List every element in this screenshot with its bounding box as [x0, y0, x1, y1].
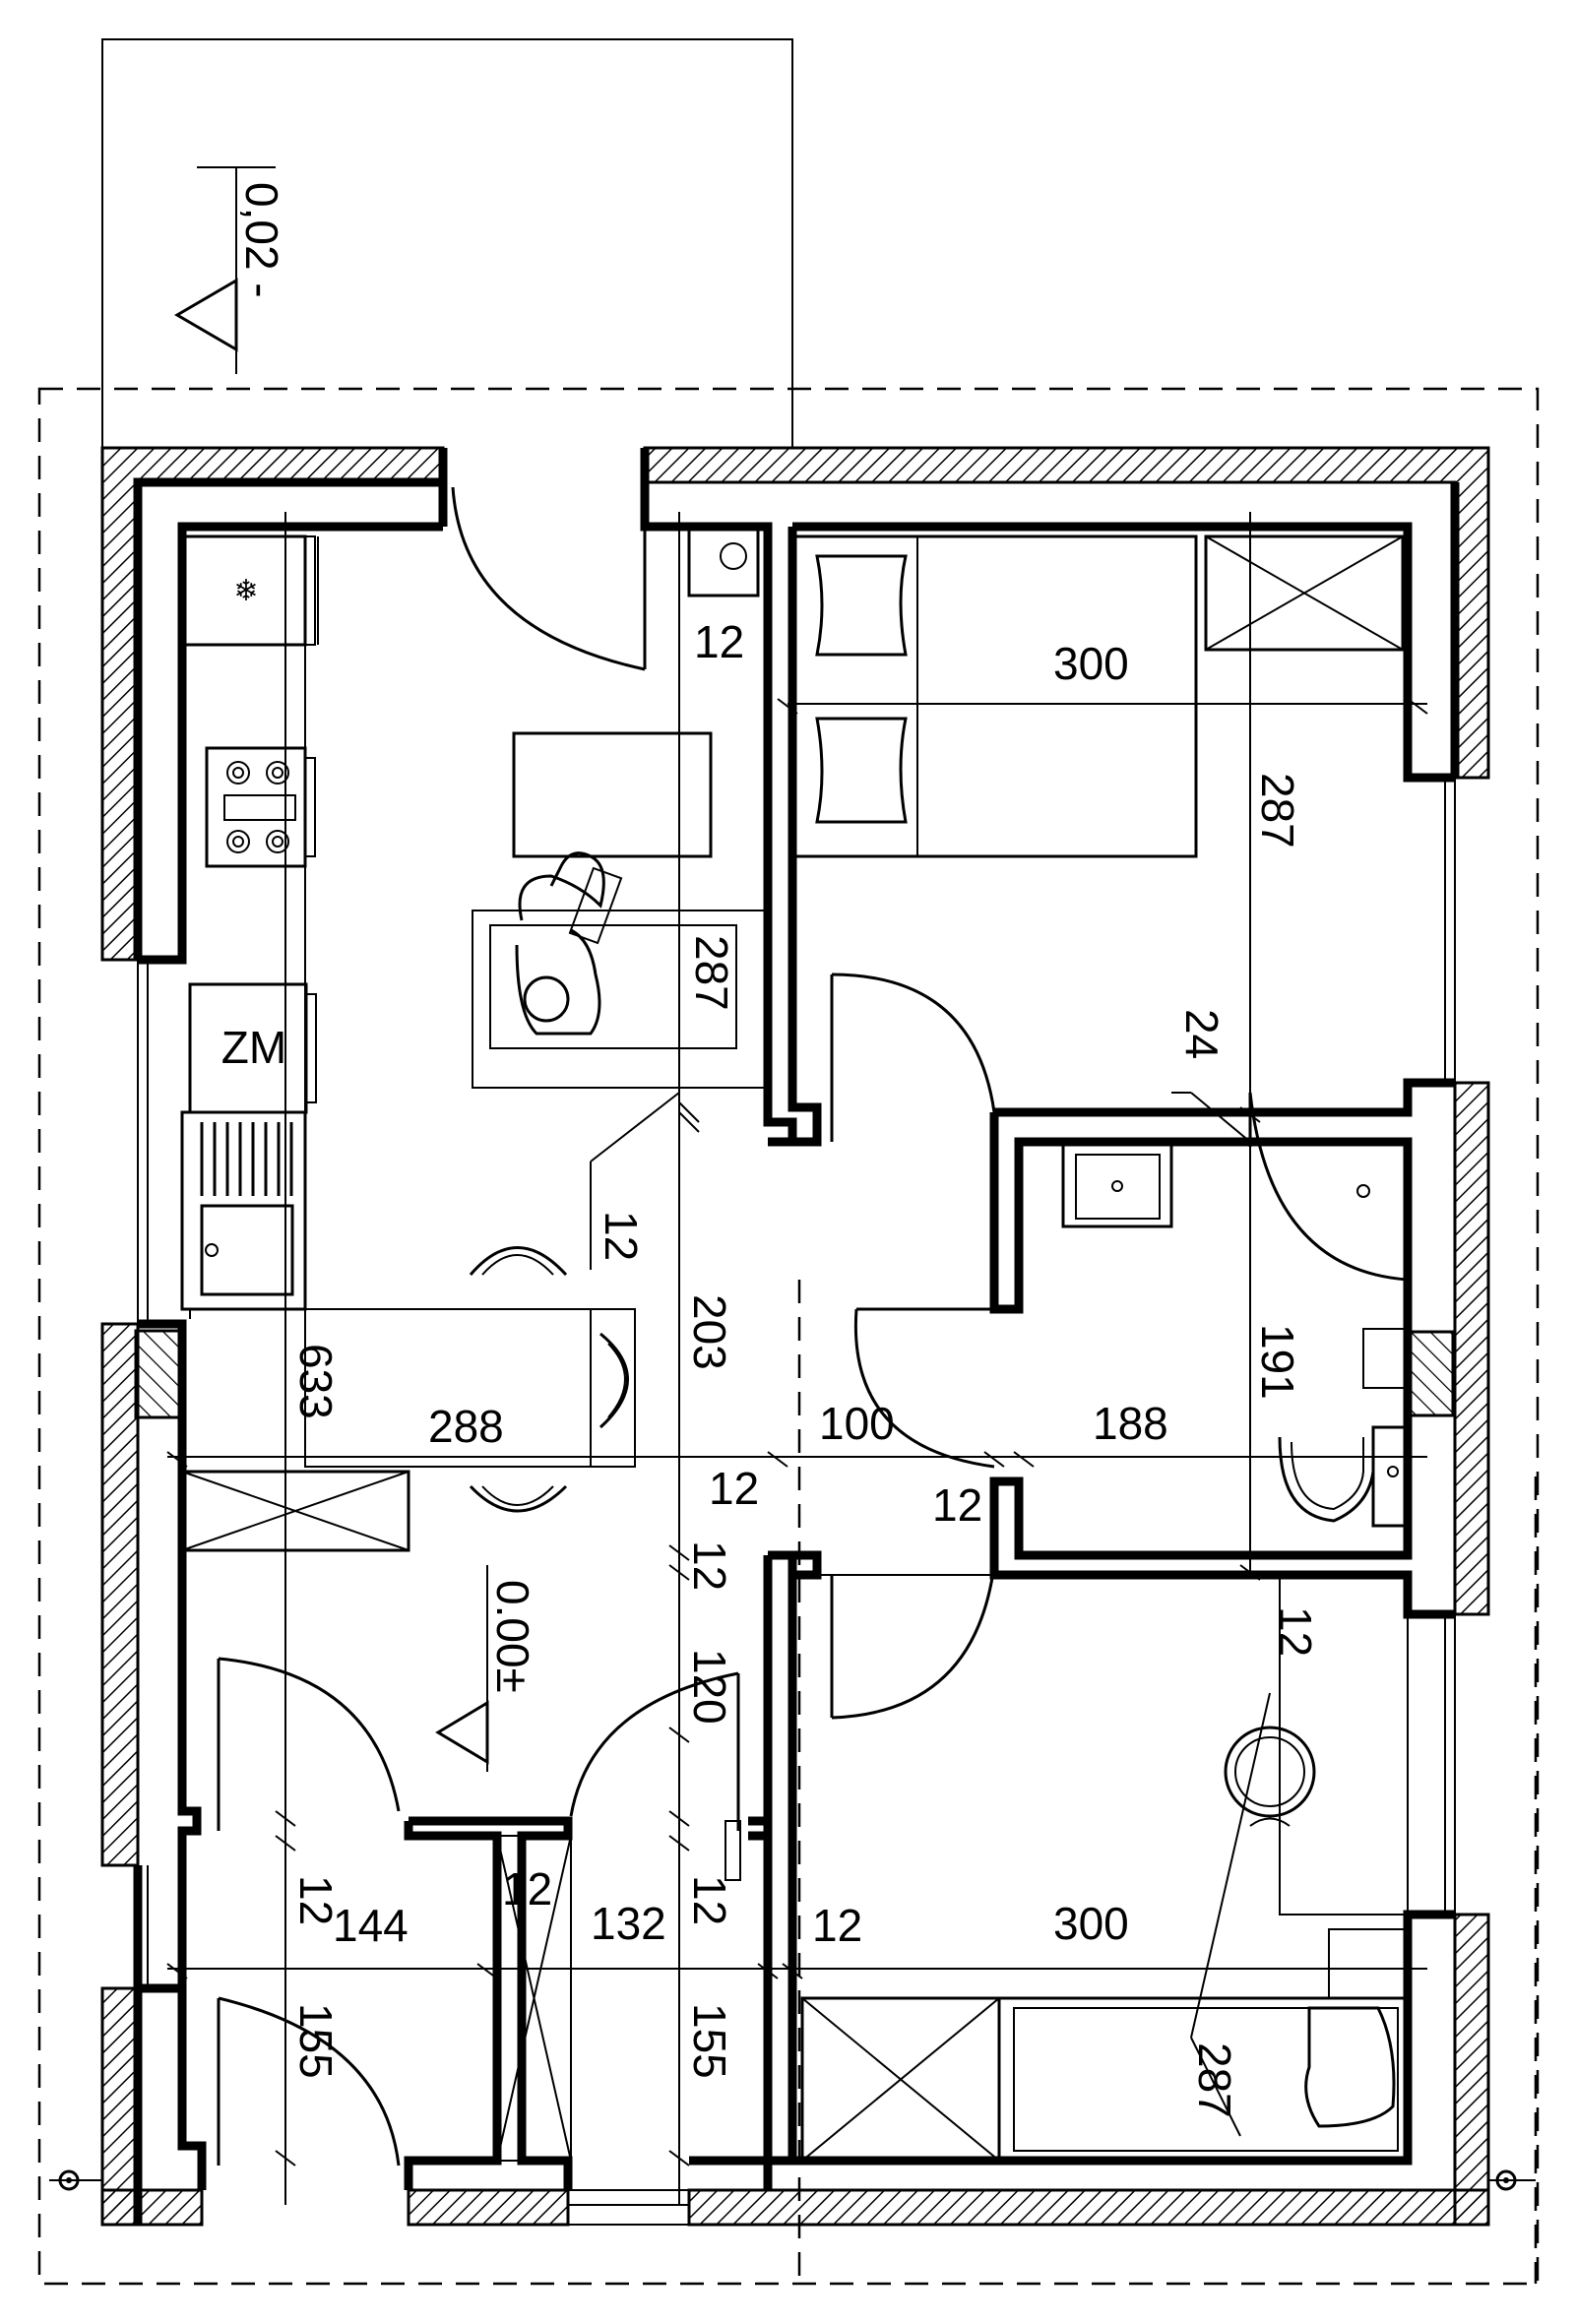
dim-12-bath: 12 — [932, 1479, 982, 1531]
dim-12-vert: 12 — [684, 1540, 735, 1591]
dimension-lines — [166, 512, 1428, 2205]
dim-287-kitchen: 287 — [686, 935, 737, 1011]
dim-155-mid: 155 — [684, 2003, 735, 2079]
dim-12-mid: 12 — [709, 1463, 759, 1514]
dimension-labels: 12 300 287 287 24 12 203 633 288 100 188… — [290, 616, 1321, 2118]
dim-203: 203 — [684, 1294, 735, 1370]
dim-191: 191 — [1252, 1324, 1303, 1400]
dim-12-top: 12 — [694, 616, 744, 667]
dim-288: 288 — [428, 1401, 504, 1452]
dim-300-bed1: 300 — [1053, 638, 1129, 689]
dim-633: 633 — [290, 1344, 342, 1419]
axis-markers — [49, 2169, 1536, 2191]
doors — [217, 486, 1409, 2167]
dim-12-c: 12 — [684, 1875, 735, 1925]
kitchen: ❄ ZM — [180, 534, 319, 1319]
dim-287-bed1: 287 — [1252, 773, 1303, 848]
bathroom — [1061, 1143, 1410, 1528]
terrace-level-text: 0,02 - — [236, 182, 287, 298]
chimney-left — [134, 1329, 182, 1419]
dim-300-bed2: 300 — [1053, 1898, 1129, 1949]
living-furniture — [180, 731, 769, 1552]
dim-12-wc: 12 — [502, 1863, 552, 1915]
dim-24: 24 — [1176, 1009, 1228, 1059]
terrace — [101, 38, 793, 448]
dim-287-bed2: 287 — [1189, 2042, 1240, 2118]
dim-120: 120 — [684, 1649, 735, 1725]
level-marker-terrace: 0,02 - — [174, 167, 287, 374]
dim-188: 188 — [1093, 1398, 1168, 1449]
dim-12-right: 12 — [1270, 1606, 1321, 1657]
site-boundary — [37, 387, 1540, 2286]
dim-12-left: 12 — [290, 1875, 342, 1925]
dim-155-left: 155 — [290, 2003, 342, 2079]
dim-132: 132 — [591, 1898, 666, 1949]
level-marker-floor: 0.00± — [435, 1565, 538, 1772]
bedroom-1 — [687, 525, 1405, 858]
dim-100: 100 — [819, 1398, 895, 1449]
dim-144: 144 — [333, 1900, 409, 1951]
dim-12-diag: 12 — [596, 1211, 647, 1261]
snowflake-icon: ❄ — [233, 575, 258, 607]
dim-12-d: 12 — [812, 1900, 862, 1951]
bedroom-2 — [800, 1574, 1410, 2163]
washer-label: ZM — [221, 1022, 286, 1073]
exterior-walls — [100, 446, 1490, 2227]
floor-level-text: 0.00± — [487, 1580, 538, 1693]
chimney-right — [1408, 1330, 1455, 1417]
storage — [496, 1820, 741, 2162]
